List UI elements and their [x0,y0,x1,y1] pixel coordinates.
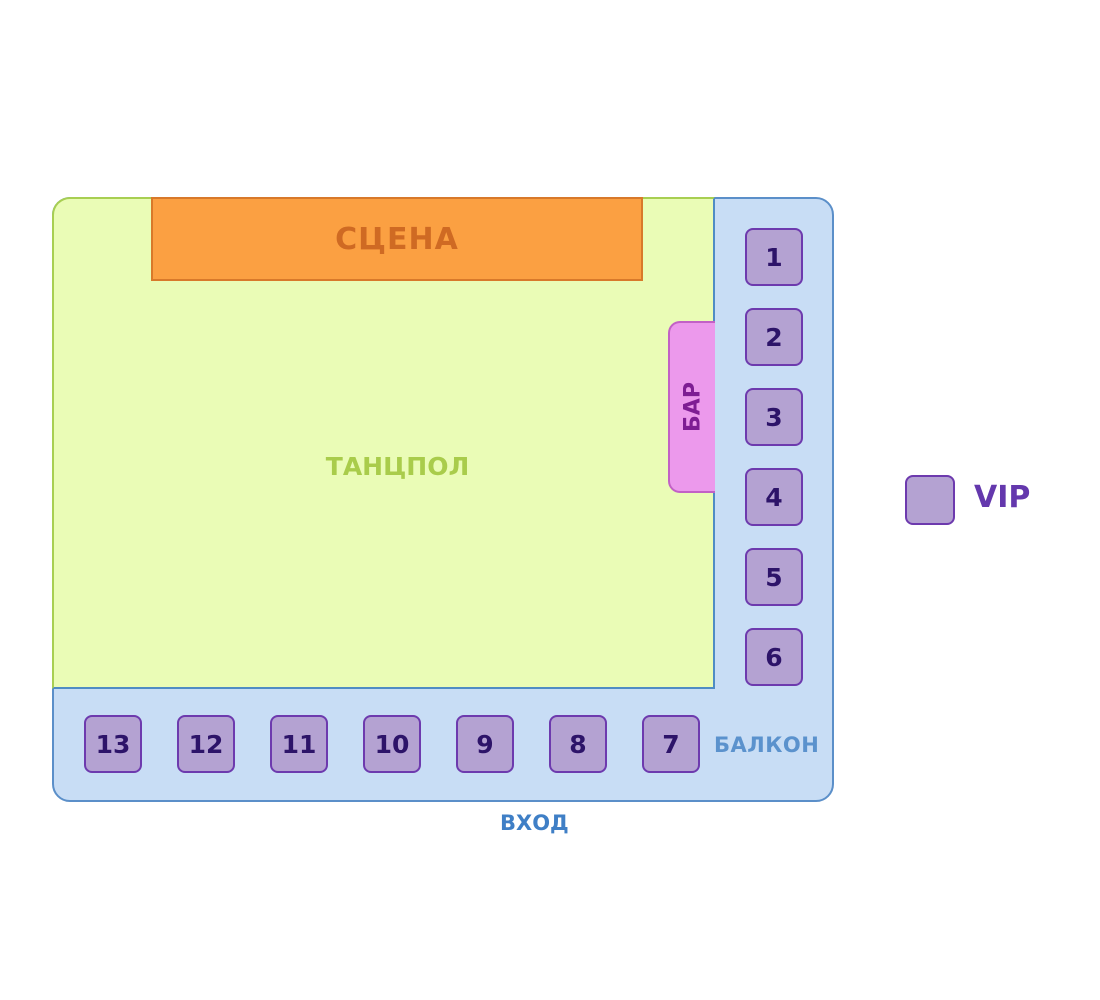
bar-zone: БАР [668,321,715,493]
vip-table-8[interactable]: 8 [549,715,607,773]
vip-table-5[interactable]: 5 [745,548,803,606]
vip-table-13[interactable]: 13 [84,715,142,773]
vip-table-10[interactable]: 10 [363,715,421,773]
vip-table-7[interactable]: 7 [642,715,700,773]
vip-table-4[interactable]: 4 [745,468,803,526]
vip-table-12[interactable]: 12 [177,715,235,773]
dancefloor-label: ТАНЦПОЛ [325,452,470,481]
vip-table-9[interactable]: 9 [456,715,514,773]
entrance-label: ВХОД [500,811,569,835]
vip-table-2[interactable]: 2 [745,308,803,366]
stage-label: СЦЕНА [335,221,459,257]
vip-table-1[interactable]: 1 [745,228,803,286]
vip-table-6[interactable]: 6 [745,628,803,686]
legend-vip-swatch [905,475,955,525]
vip-table-3[interactable]: 3 [745,388,803,446]
vip-table-11[interactable]: 11 [270,715,328,773]
balcony-label: БАЛКОН [714,733,820,757]
legend-vip-label: VIP [974,480,1031,515]
stage-zone: СЦЕНА [151,197,643,281]
bar-label: БАР [680,382,705,432]
